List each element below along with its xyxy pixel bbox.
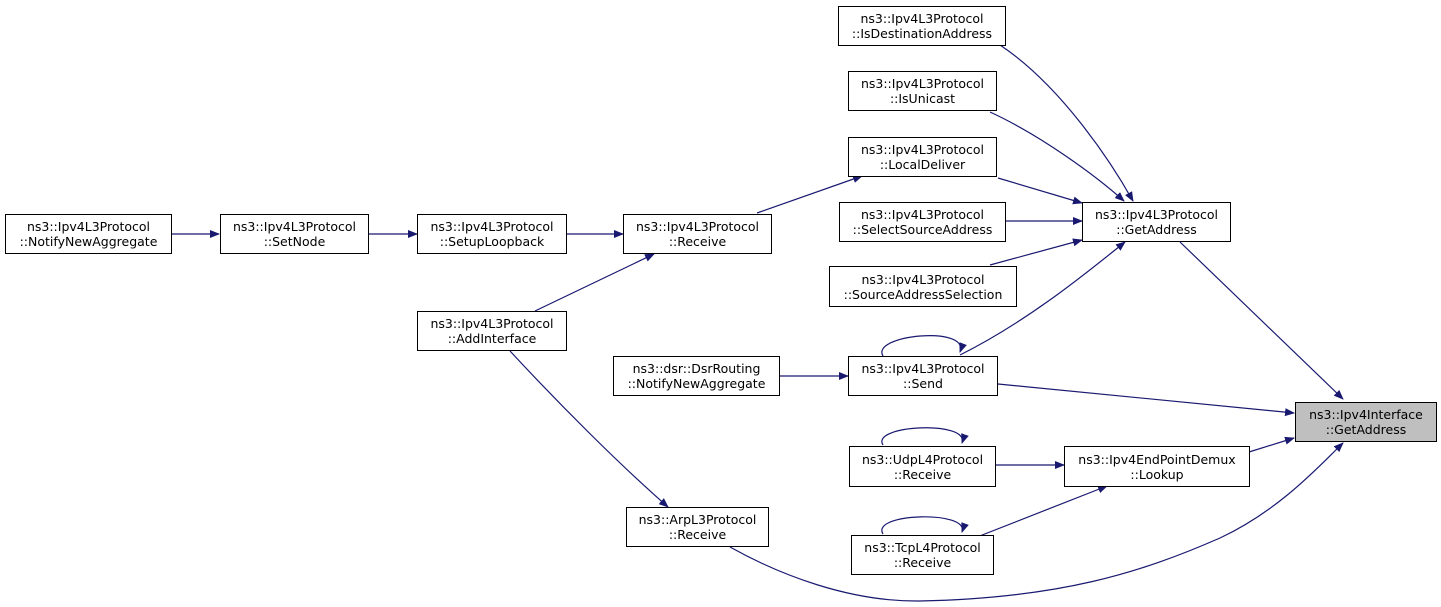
node-line1: ns3::UdpL4Protocol (861, 451, 984, 467)
node-line2: ::Receive (668, 527, 727, 542)
node-line1: ns3::Ipv4L3Protocol (860, 207, 985, 222)
node-endpointdemux-lookup[interactable]: ns3::Ipv4EndPointDemux ::Lookup (1064, 446, 1250, 487)
node-line2: ::Receive (893, 555, 952, 570)
edge-receive-to-localdel (756, 175, 863, 214)
node-line1: ns3::Ipv4L3Protocol (430, 219, 554, 234)
node-line1: ns3::ArpL3Protocol (638, 512, 757, 527)
node-line1: ns3::Ipv4EndPointDemux (1078, 451, 1236, 467)
edge-send-self-loop (881, 335, 967, 357)
node-ipv4l3-receive[interactable]: ns3::Ipv4L3Protocol ::Receive (623, 214, 772, 254)
node-isdestinationaddress[interactable]: ns3::Ipv4L3Protocol ::IsDestinationAddre… (838, 6, 1006, 46)
node-line1: ns3::Ipv4L3Protocol (26, 219, 151, 234)
node-line2: ::SelectSourceAddress (852, 222, 993, 237)
edge-isdest-to-getaddr (999, 44, 1134, 202)
node-ipv4interface-getaddress[interactable]: ns3::Ipv4Interface ::GetAddress (1295, 402, 1437, 442)
node-line1: ns3::Ipv4L3Protocol (635, 219, 760, 234)
node-isunicast[interactable]: ns3::Ipv4L3Protocol ::IsUnicast (848, 71, 997, 111)
edge-isunicast-to-getaddr (989, 111, 1125, 202)
node-line2: ::LocalDeliver (879, 157, 966, 172)
node-line1: ns3::TcpL4Protocol (864, 540, 981, 555)
node-line1: ns3::Ipv4Interface (1309, 407, 1423, 422)
node-line2: ::NotifyNewAggregate (19, 234, 158, 249)
node-localdeliver[interactable]: ns3::Ipv4L3Protocol ::LocalDeliver (848, 137, 997, 177)
node-notifynewaggregate[interactable]: ns3::Ipv4L3Protocol ::NotifyNewAggregate (5, 214, 172, 254)
node-line1: ns3::Ipv4L3Protocol (1094, 207, 1219, 222)
node-line2: ::Receive (893, 466, 952, 482)
node-line2: ::Receive (668, 234, 727, 249)
node-setnode[interactable]: ns3::Ipv4L3Protocol ::SetNode (220, 214, 369, 254)
node-sourceaddressselection[interactable]: ns3::Ipv4L3Protocol ::SourceAddressSelec… (829, 266, 1017, 307)
edge-addif-to-receive (534, 253, 655, 312)
edge-srcsel-to-getaddr (989, 238, 1083, 266)
edge-arp-to-ifaddr (729, 442, 1344, 602)
node-dsr-notifynewaggregate[interactable]: ns3::dsr::DsrRouting ::NotifyNewAggregat… (613, 356, 780, 396)
node-arp-receive[interactable]: ns3::ArpL3Protocol ::Receive (626, 507, 769, 547)
node-udp-receive[interactable]: ns3::UdpL4Protocol ::Receive (849, 446, 996, 487)
node-line1: ns3::Ipv4L3Protocol (860, 142, 985, 157)
node-addinterface[interactable]: ns3::Ipv4L3Protocol ::AddInterface (417, 311, 567, 351)
node-line2: ::SetupLoopback (439, 234, 545, 249)
node-line1: ns3::Ipv4L3Protocol (861, 361, 985, 376)
edge-getaddr-to-ifaddr (1179, 241, 1344, 400)
node-line2: ::GetAddress (1116, 222, 1197, 237)
node-line2: ::GetAddress (1325, 422, 1407, 437)
node-line2: ::Lookup (1130, 466, 1184, 482)
node-line2: ::SetNode (263, 234, 326, 249)
edge-send-to-ifaddr (997, 383, 1295, 417)
edge-send-to-getaddr (959, 241, 1126, 356)
edge-demux-to-ifaddr (1248, 436, 1295, 453)
node-line1: ns3::Ipv4L3Protocol (860, 11, 984, 26)
edge-tcp-to-demux (971, 485, 1108, 540)
node-tcp-receive[interactable]: ns3::TcpL4Protocol ::Receive (851, 535, 994, 575)
node-line1: ns3::Ipv4L3Protocol (860, 76, 985, 91)
node-line2: ::NotifyNewAggregate (627, 376, 766, 391)
node-line2: ::Send (903, 376, 943, 391)
node-ipv4l3-send[interactable]: ns3::Ipv4L3Protocol ::Send (848, 356, 998, 396)
edge-localdel-to-getaddr (997, 177, 1083, 205)
node-line2: ::SourceAddressSelection (843, 286, 1003, 302)
node-line1: ns3::Ipv4L3Protocol (232, 219, 357, 234)
node-line1: ns3::Ipv4L3Protocol (861, 271, 985, 287)
node-line1: ns3::Ipv4L3Protocol (430, 316, 554, 331)
edge-udp-self-loop (881, 427, 969, 446)
node-line1: ns3::dsr::DsrRouting (632, 361, 761, 376)
edge-tcp-self-loop (881, 516, 969, 535)
node-line2: ::AddInterface (447, 331, 537, 346)
node-setuploopback[interactable]: ns3::Ipv4L3Protocol ::SetupLoopback (417, 214, 567, 254)
node-selectsourceaddress[interactable]: ns3::Ipv4L3Protocol ::SelectSourceAddres… (839, 202, 1006, 242)
node-ipv4l3-getaddress[interactable]: ns3::Ipv4L3Protocol ::GetAddress (1082, 202, 1231, 242)
edge-addif-to-arp (509, 350, 669, 508)
node-line2: ::IsDestinationAddress (851, 26, 993, 41)
node-line2: ::IsUnicast (889, 91, 956, 106)
